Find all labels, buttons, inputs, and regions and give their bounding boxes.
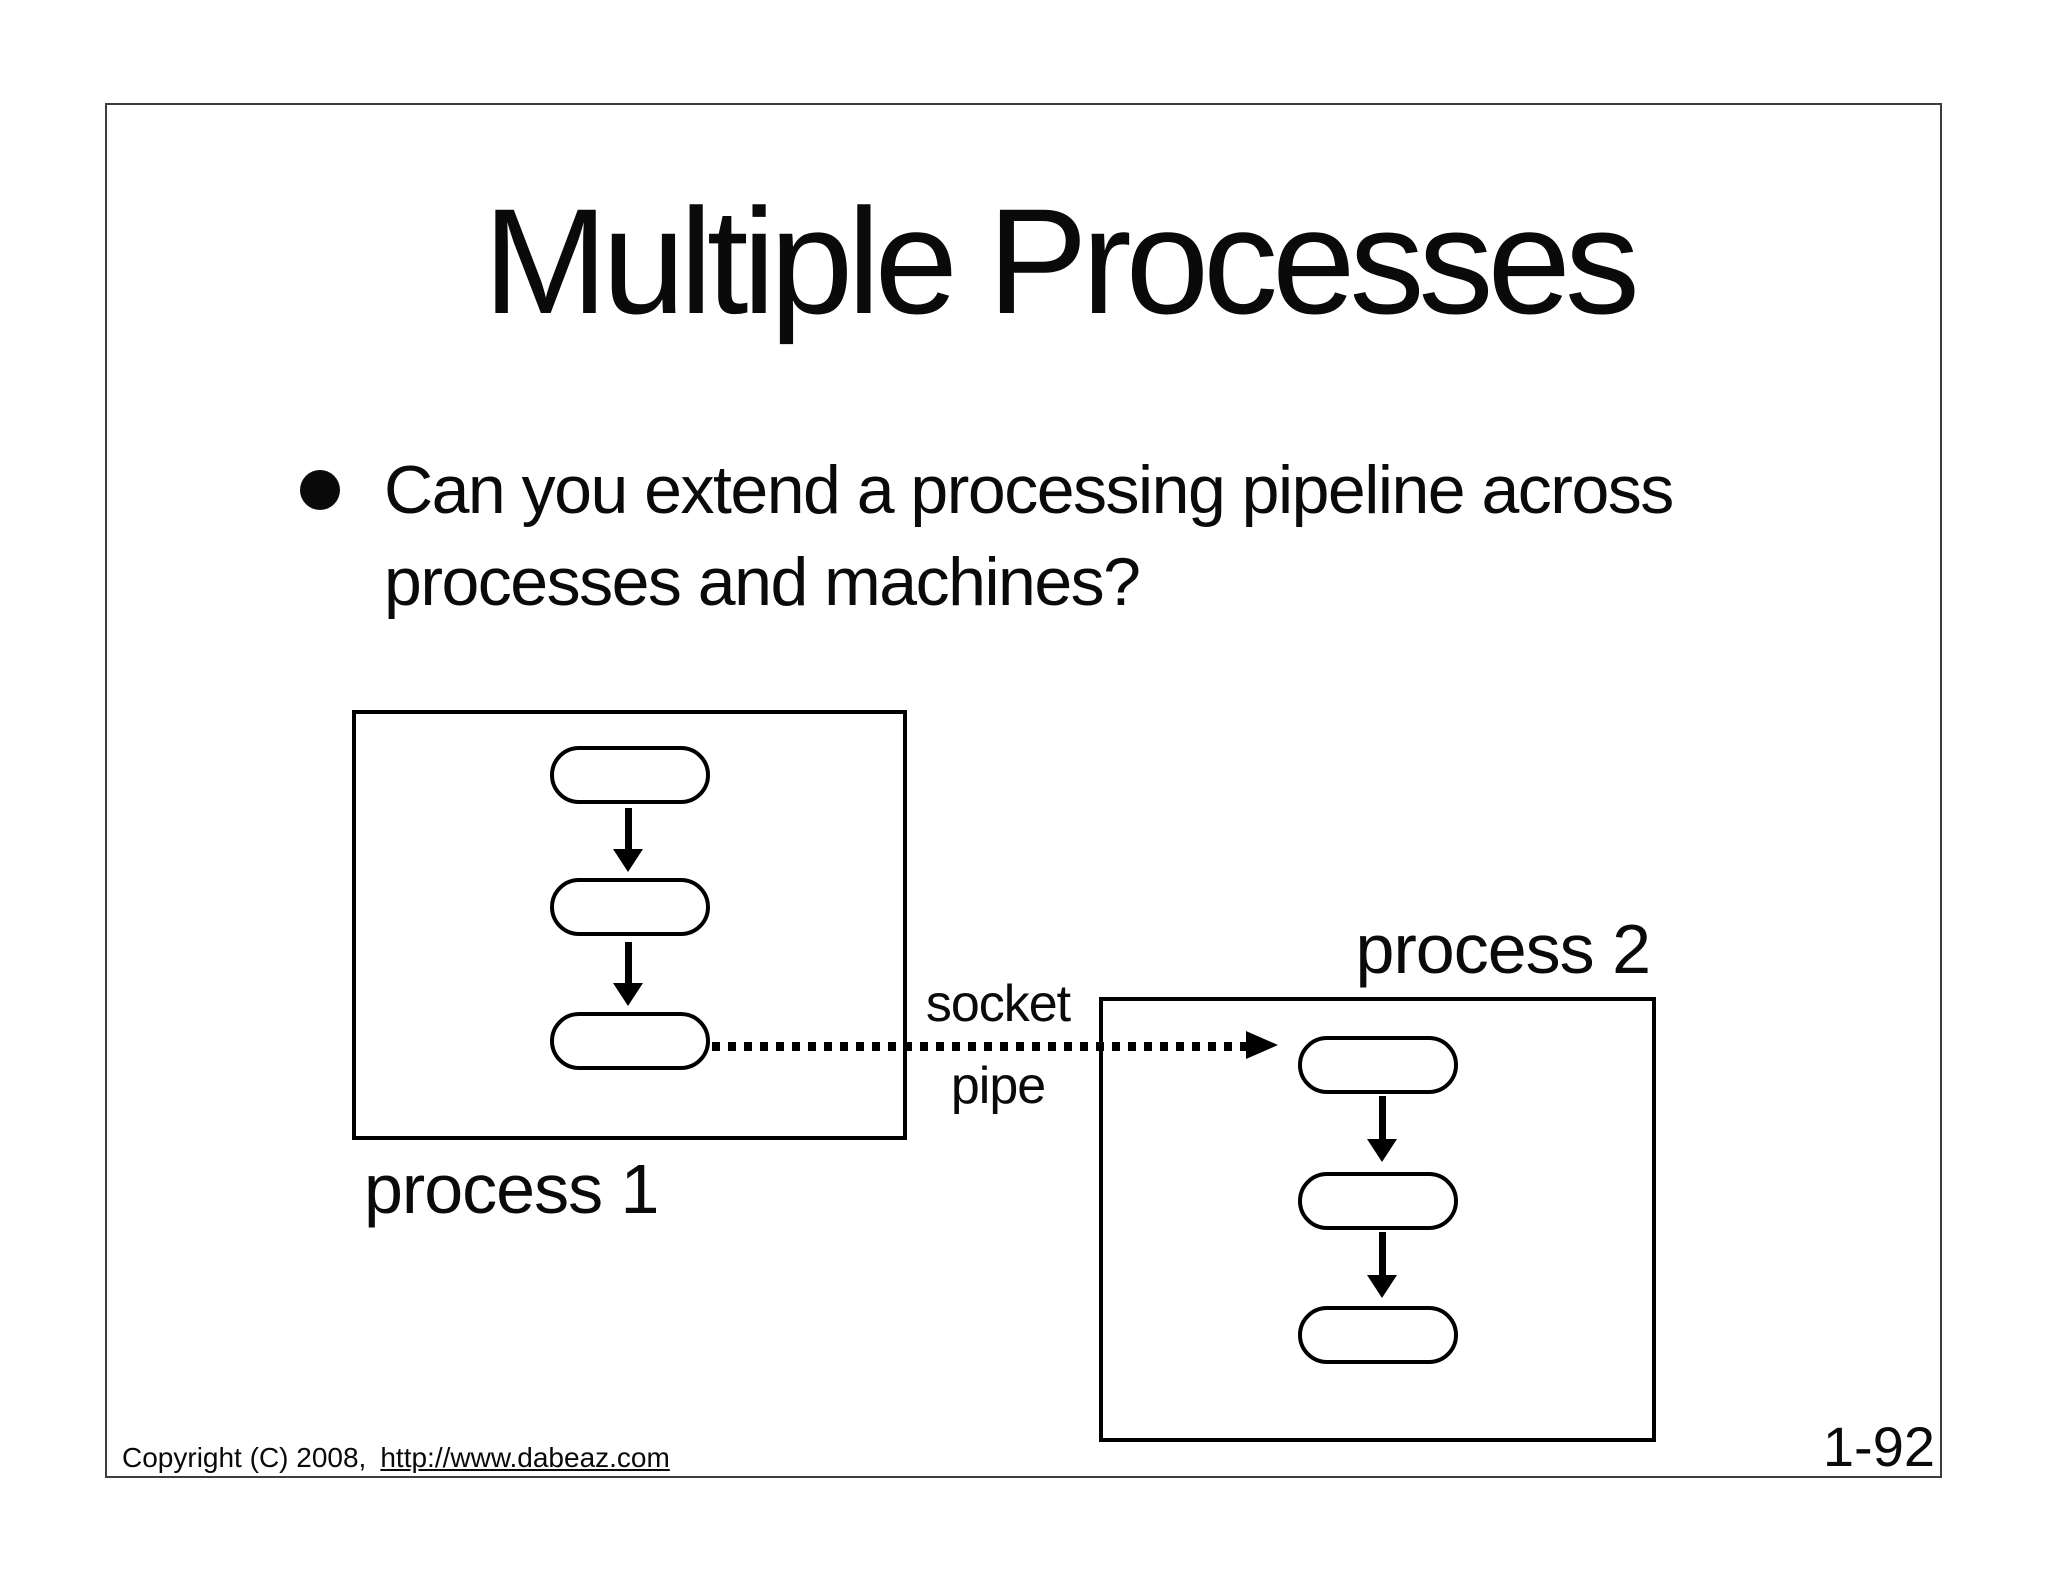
pipeline-stage-pill: [550, 878, 710, 936]
pipeline-stage-pill: [550, 1012, 710, 1070]
process2-box: [1099, 997, 1656, 1442]
pipeline-stage-pill: [1298, 1306, 1458, 1364]
bullet-item: Can you extend a processing pipeline acr…: [300, 444, 1884, 628]
copyright-link[interactable]: http://www.dabeaz.com: [380, 1442, 670, 1473]
pipeline-stage-pill: [1298, 1172, 1458, 1230]
process1-label: process 1: [364, 1150, 659, 1228]
process1-box: [352, 710, 907, 1140]
right-arrow-icon: [1246, 1031, 1278, 1059]
pipeline-stage-pill: [1298, 1036, 1458, 1094]
arrow-head: [613, 983, 643, 1006]
arrow-shaft: [1378, 1232, 1386, 1278]
arrow-shaft: [624, 808, 632, 852]
copyright-text: Copyright (C) 2008,: [122, 1442, 367, 1473]
pipe-label: pipe: [950, 1057, 1046, 1115]
socket-pipe-connector: [712, 1042, 1246, 1051]
page-number: 1-92: [1822, 1415, 1935, 1478]
arrow-head: [1367, 1275, 1397, 1298]
socket-label: socket: [925, 975, 1071, 1033]
slide-title: Multiple Processes: [483, 177, 1640, 345]
arrow-head: [613, 849, 643, 872]
process2-label: process 2: [1355, 910, 1651, 988]
footer-copyright: Copyright (C) 2008, http://www.dabeaz.com: [122, 1442, 670, 1474]
arrow-shaft: [1378, 1096, 1386, 1142]
down-arrow-icon: [1367, 1096, 1397, 1162]
down-arrow-icon: [613, 942, 643, 1006]
down-arrow-icon: [1367, 1232, 1397, 1298]
arrow-head: [1367, 1139, 1397, 1162]
bullet-text: Can you extend a processing pipeline acr…: [384, 452, 1674, 620]
arrow-shaft: [624, 942, 632, 986]
down-arrow-icon: [613, 808, 643, 872]
bullet-icon: [300, 470, 340, 510]
pipeline-stage-pill: [550, 746, 710, 804]
